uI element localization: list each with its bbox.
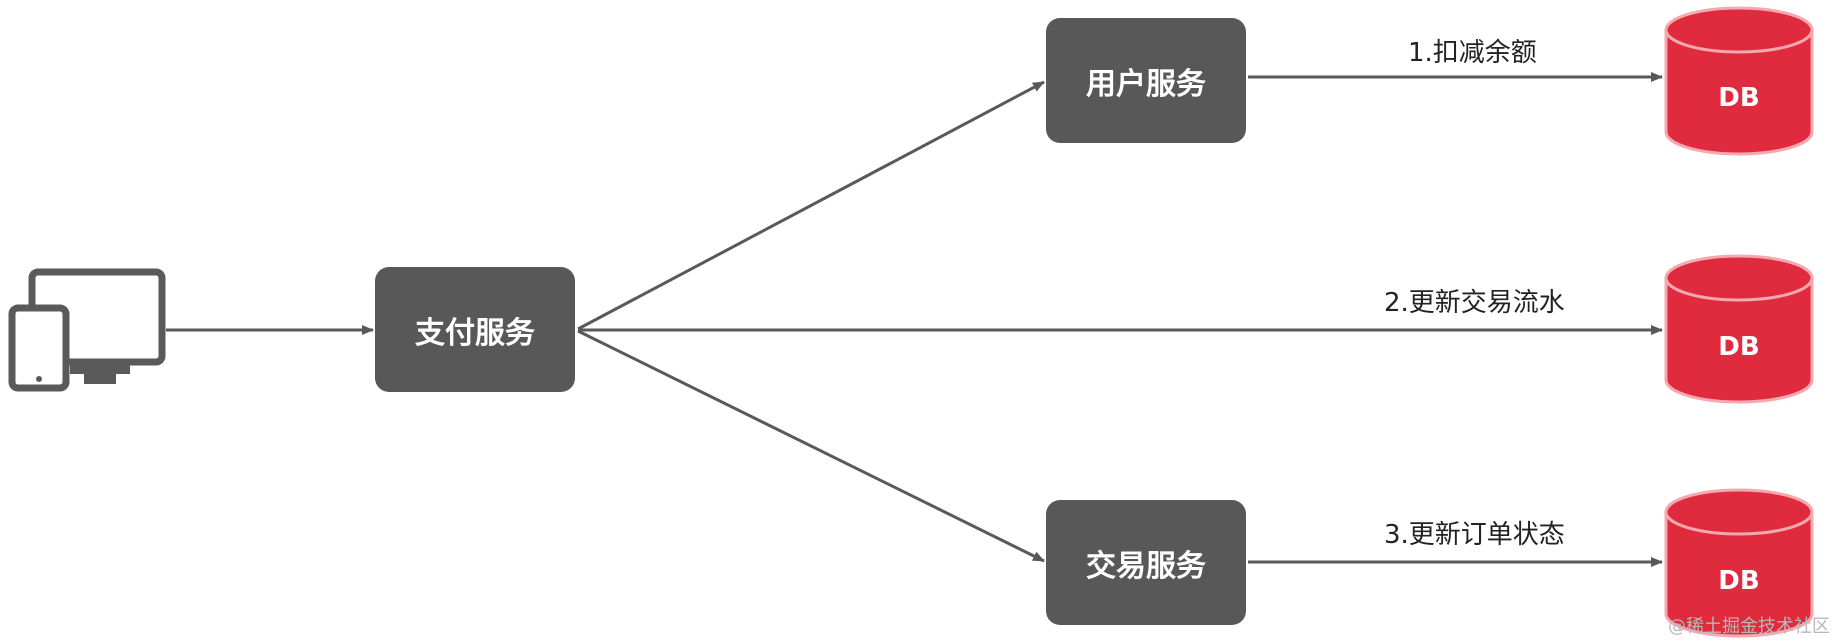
devices-icon — [8, 268, 166, 392]
edge-label-update-trade-flow: 2.更新交易流水 — [1384, 288, 1565, 318]
db-label-2: DB — [1718, 332, 1759, 362]
database-icon-2: DB — [1664, 254, 1814, 404]
arrow-pay-to-trade — [577, 329, 1045, 563]
database-icon-3: DB — [1664, 488, 1814, 638]
database-icon-1: DB — [1664, 6, 1814, 156]
watermark: @稀土掘金技术社区 — [1668, 616, 1830, 637]
db-label-1: DB — [1718, 83, 1759, 113]
arrow-pay-to-user — [577, 80, 1045, 331]
user-service-box: 用户服务 — [1046, 18, 1246, 143]
db-label-3: DB — [1718, 566, 1759, 596]
trade-service-box: 交易服务 — [1046, 500, 1246, 625]
user-service-label: 用户服务 — [1086, 66, 1206, 102]
edge-label-deduct-balance: 1.扣减余额 — [1408, 38, 1537, 68]
pay-service-label: 支付服务 — [415, 315, 535, 351]
pay-service-box: 支付服务 — [375, 267, 575, 392]
trade-service-label: 交易服务 — [1086, 548, 1206, 584]
edge-label-update-order-status: 3.更新订单状态 — [1384, 520, 1565, 550]
